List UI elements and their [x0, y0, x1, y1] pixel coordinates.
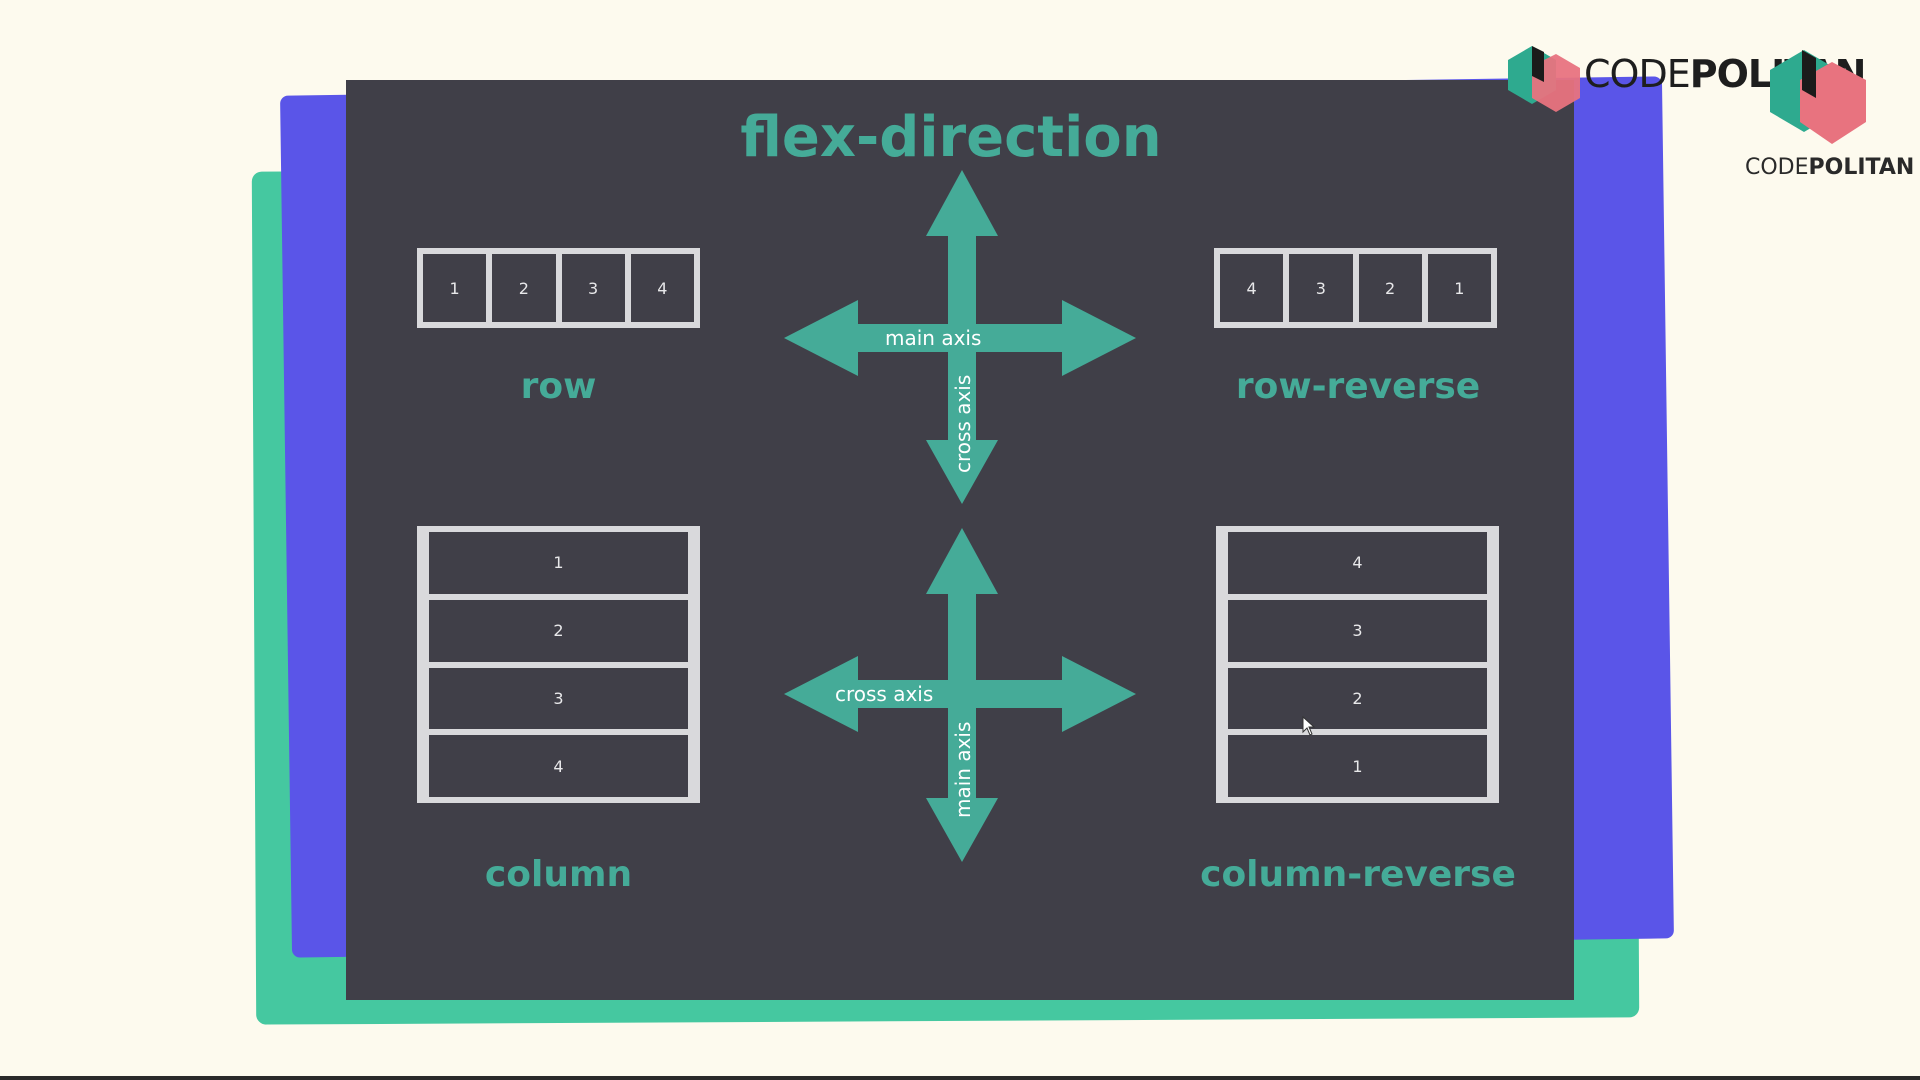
column-label: column [484, 854, 633, 895]
axis-arrows-icon [784, 528, 1136, 862]
flex-item: 4 [1228, 532, 1487, 594]
axis-horizontal-label: main axis [885, 326, 981, 350]
axis-horizontal-label: cross axis [835, 682, 933, 706]
mouse-cursor-icon [1302, 716, 1316, 736]
bottom-bar [0, 1076, 1920, 1080]
slide-title: flex-direction [740, 105, 1162, 170]
flex-item: 2 [1228, 667, 1487, 730]
flex-item: 3 [1289, 254, 1353, 322]
flex-item: 1 [423, 254, 487, 322]
row-label: row [520, 366, 597, 407]
flex-item: 3 [1228, 599, 1487, 662]
axes-top-diagram: main axis cross axis [784, 170, 1136, 504]
axis-vertical-label: cross axis [951, 375, 975, 473]
axis-vertical-label: main axis [951, 722, 975, 818]
axis-arrows-icon [784, 170, 1136, 504]
flex-item: 4 [630, 254, 694, 322]
row-container: 1 2 3 4 [417, 248, 700, 328]
flex-item: 3 [561, 254, 625, 322]
flex-item: 1 [429, 532, 688, 594]
flex-item: 1 [1228, 735, 1487, 797]
flex-item: 2 [429, 599, 688, 662]
column-container: 1 2 3 4 [417, 526, 700, 803]
flex-item: 4 [1220, 254, 1284, 322]
flex-item: 2 [1358, 254, 1422, 322]
row-reverse-container: 4 3 2 1 [1214, 248, 1497, 328]
axes-bottom-diagram: cross axis main axis [784, 528, 1136, 862]
column-reverse-container: 4 3 2 1 [1216, 526, 1499, 803]
flex-item: 1 [1427, 254, 1491, 322]
codepolitan-mark-icon [1770, 50, 1866, 144]
flex-item: 3 [429, 667, 688, 730]
logo-caption: CODEPOLITAN [1745, 155, 1915, 180]
flex-item: 4 [429, 735, 688, 797]
codepolitan-logo-icon [1508, 46, 1580, 112]
column-reverse-label: column-reverse [1200, 854, 1516, 895]
flex-item: 2 [492, 254, 556, 322]
row-reverse-label: row-reverse [1235, 366, 1481, 407]
